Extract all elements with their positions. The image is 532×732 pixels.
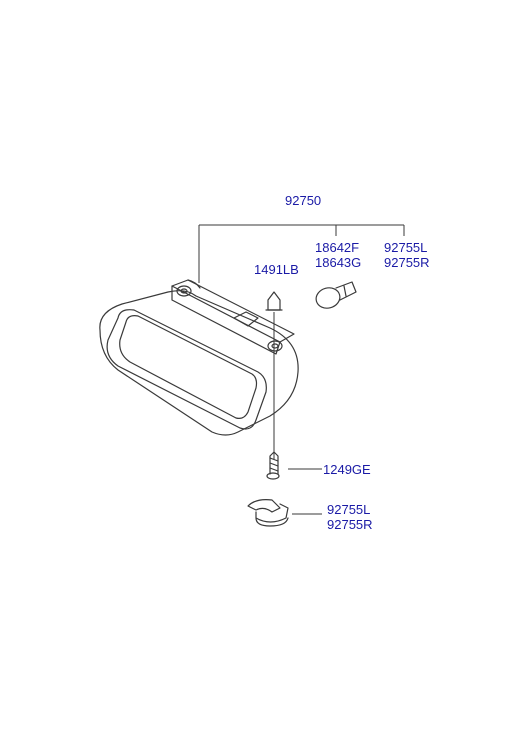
screw-part bbox=[266, 451, 280, 480]
bulb-part bbox=[315, 281, 357, 309]
label-socket-top-r: 92755R bbox=[384, 255, 430, 270]
label-socket-bottom-r: 92755R bbox=[327, 517, 373, 532]
label-screw: 1249GE bbox=[323, 462, 371, 477]
clip-part bbox=[265, 291, 283, 311]
lamp-housing bbox=[99, 279, 299, 436]
label-clip: 1491LB bbox=[254, 262, 299, 277]
label-socket-top-l: 92755L bbox=[384, 240, 428, 255]
socket-part bbox=[247, 499, 289, 527]
label-assembly: 92750 bbox=[285, 193, 322, 208]
leader-lines bbox=[198, 224, 405, 515]
label-bulb-b: 18643G bbox=[315, 255, 362, 270]
label-socket-bottom-l: 92755L bbox=[327, 502, 371, 517]
label-bulb-a: 18642F bbox=[315, 240, 360, 255]
